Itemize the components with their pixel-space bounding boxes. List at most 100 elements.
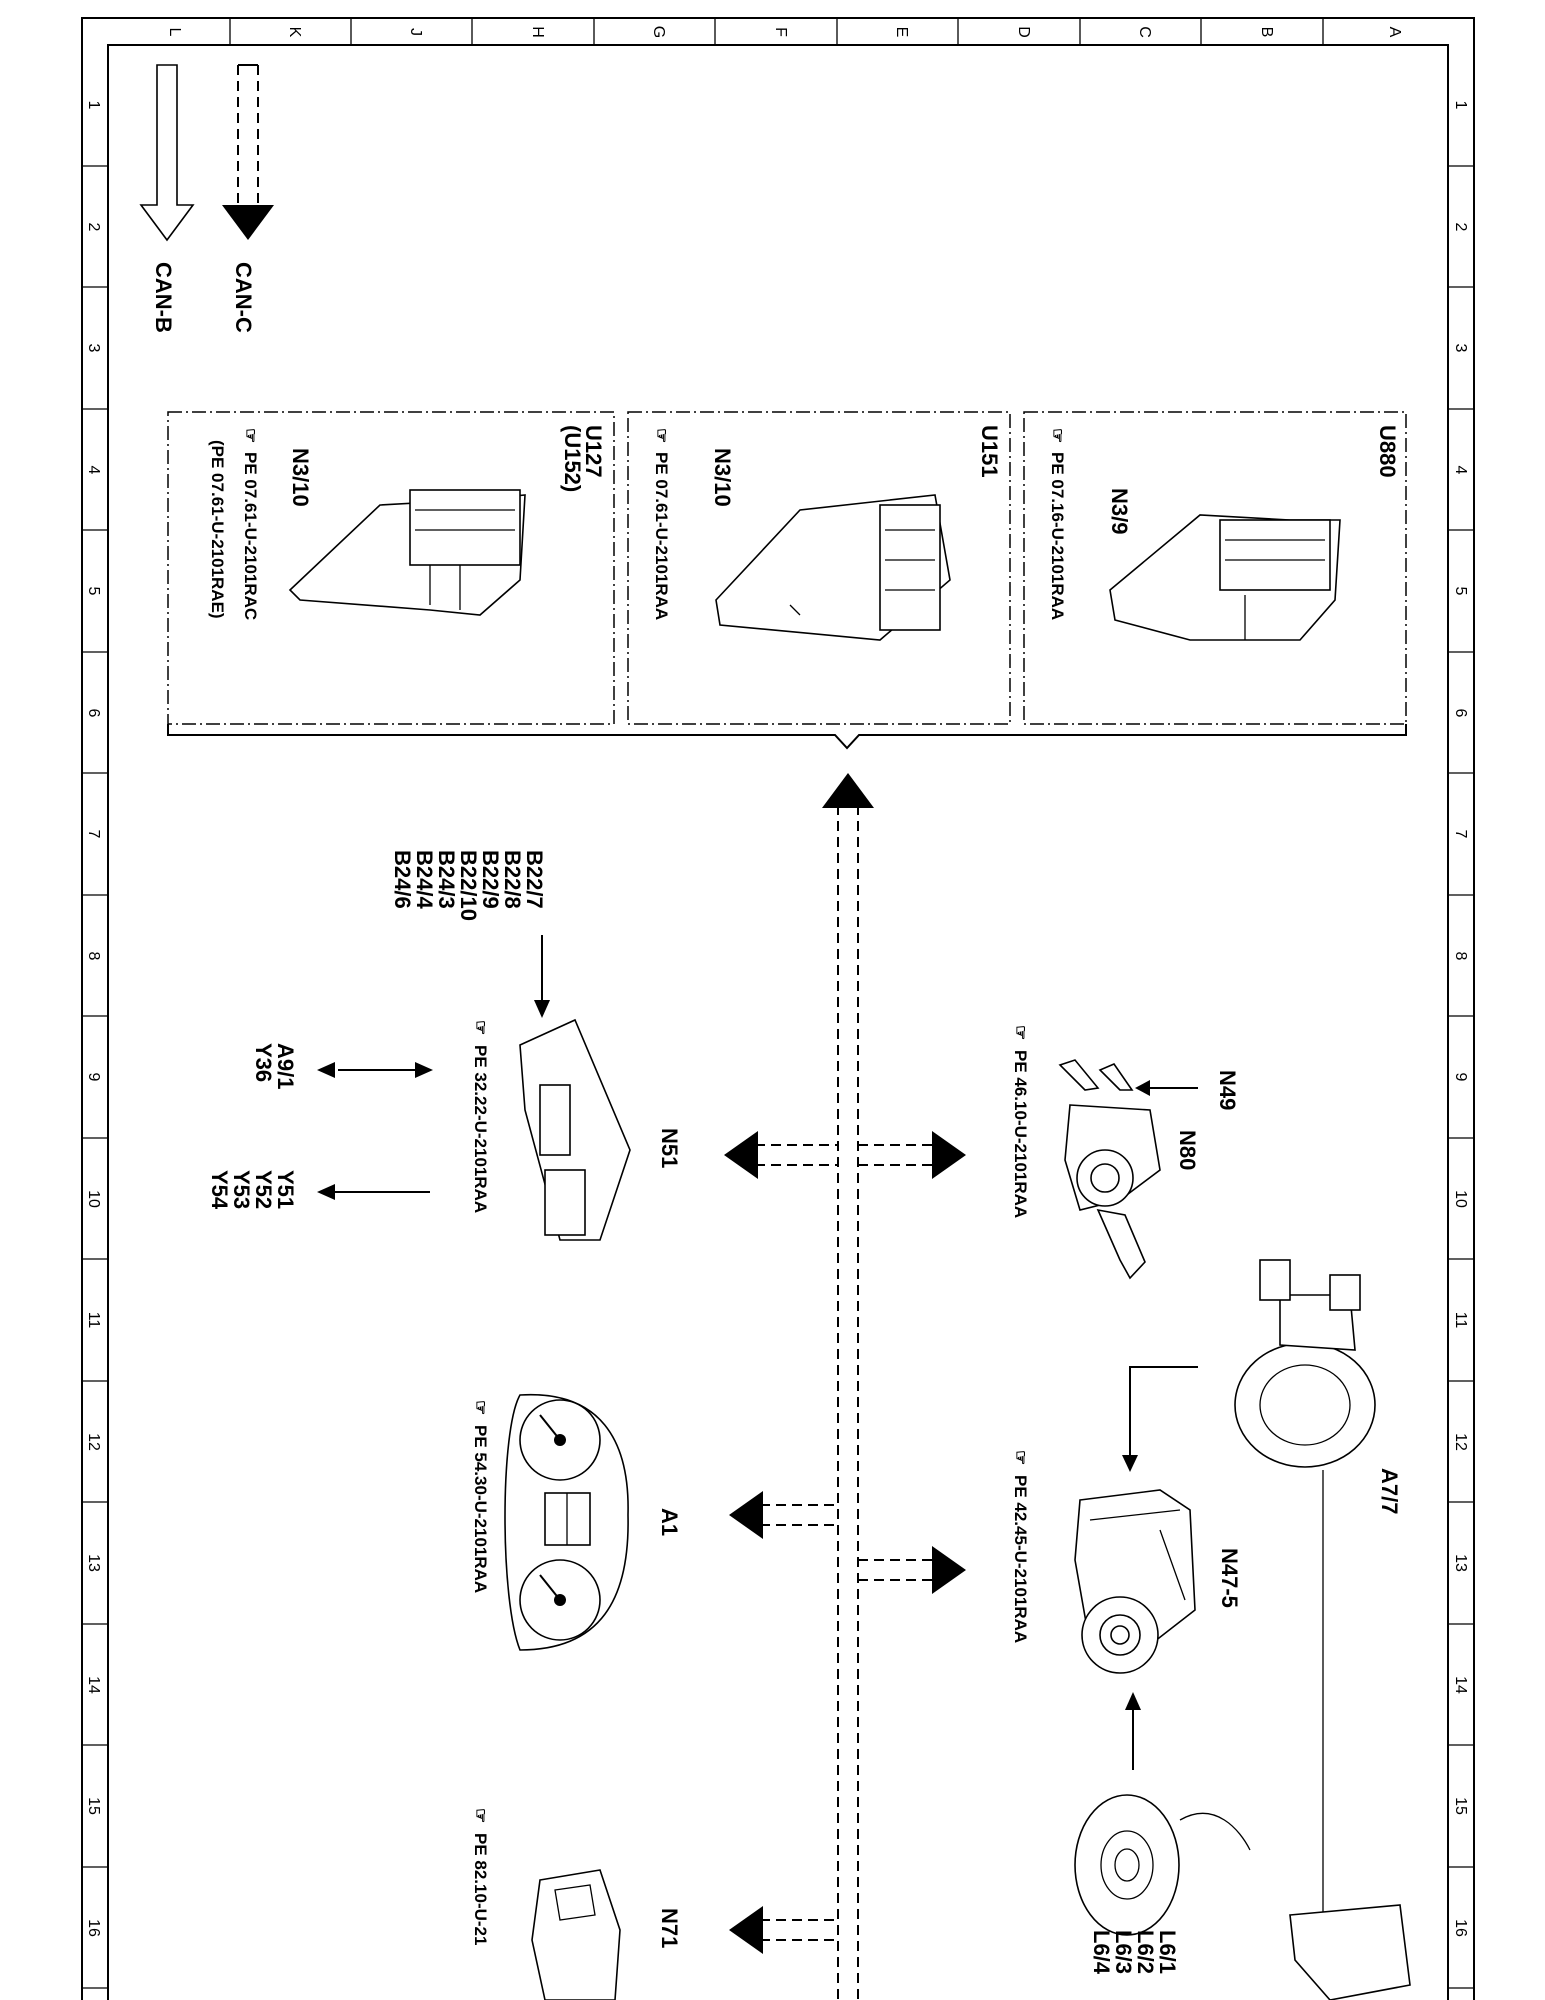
column-dividers	[229, 18, 1324, 45]
sensor-label: B22/9	[478, 850, 503, 909]
row-label: 16	[85, 1919, 102, 1937]
branch-n51	[724, 1131, 838, 1179]
row-label: 6	[1452, 709, 1469, 718]
l6-label: L6/1	[1155, 1930, 1180, 1974]
group-u151: U151 N3/10 ☞ PE 07.61-U-2101RAA	[627, 411, 1011, 725]
row-label: 10	[1452, 1190, 1469, 1208]
col-label: L	[166, 28, 183, 37]
sensor-label: B24/3	[434, 850, 459, 909]
bus-up-arrow	[822, 773, 874, 808]
row-label: 5	[85, 587, 102, 596]
can-b-arrow	[139, 64, 195, 242]
pe-symbol-icon: ☞	[471, 1808, 490, 1823]
row-label: 2	[85, 223, 102, 232]
sensor-label: B22/10	[456, 850, 481, 921]
pe-symbol-icon: ☞	[1011, 1025, 1030, 1040]
branch-a1	[729, 1491, 838, 1539]
actuator-label: Y51	[273, 1170, 298, 1209]
branch-n71	[729, 1906, 838, 1954]
row-label: 10	[85, 1190, 102, 1208]
row-label: 15	[85, 1797, 102, 1815]
row-label: 1	[1452, 101, 1469, 110]
row-label: 14	[85, 1676, 102, 1694]
can-b-label: CAN-B	[151, 262, 176, 333]
col-label: B	[1258, 27, 1275, 38]
row-label: 3	[1452, 344, 1469, 353]
n80-label: N80	[1175, 1130, 1200, 1170]
n49-label: N49	[1215, 1070, 1240, 1110]
can-c-arrow	[222, 205, 274, 240]
component-a1: A1 ☞ PE 54.30-U-2101RAA	[471, 1393, 682, 1651]
n3-10-u127-ref2: (PE 07.61-U-2101RAE)	[208, 440, 227, 619]
branch-n80	[858, 1131, 966, 1179]
actuator-label: Y36	[251, 1043, 276, 1082]
sensor-label: B22/8	[500, 850, 525, 909]
row-label: 9	[85, 1073, 102, 1082]
actuator-list-a9: A9/1 Y36	[251, 1043, 298, 1089]
u127-label: U127	[581, 425, 606, 478]
row-label: 12	[1452, 1433, 1469, 1451]
row-label: 1	[85, 101, 102, 110]
n51-label: N51	[657, 1128, 682, 1168]
row-label: 5	[1452, 587, 1469, 596]
pe-symbol-icon: ☞	[471, 1020, 490, 1035]
component-n47-5: N47-5 ☞ PE 42.45-U-2101RAA	[1011, 1366, 1242, 1770]
col-label: J	[407, 28, 424, 36]
group-u127: U127 (U152) N3/10 ☞ PE 07.61-U-2101RAC (…	[167, 411, 615, 725]
row-label: 4	[85, 466, 102, 475]
can-c-label: CAN-C	[231, 262, 256, 333]
pe-symbol-icon: ☞	[471, 1400, 490, 1415]
component-n80: N49 N80 ☞ PE 46.10-U-2101RAA	[1011, 1025, 1240, 1280]
col-label: D	[1015, 26, 1032, 38]
pe-symbol-icon: ☞	[1011, 1450, 1030, 1465]
col-label: H	[529, 26, 546, 38]
row-label: 13	[1452, 1554, 1469, 1572]
u151-label: U151	[977, 425, 1002, 478]
group-u880: U880 N3/9 ☞ PE 07.16-U-2101RAA	[1023, 411, 1407, 725]
actuator-label: Y52	[251, 1170, 276, 1209]
n71-label: N71	[657, 1908, 682, 1948]
n47-5-ref: PE 42.45-U-2101RAA	[1011, 1475, 1030, 1643]
row-label: 12	[85, 1433, 102, 1451]
l6-label: L6/3	[1111, 1930, 1136, 1974]
row-dividers	[82, 165, 1474, 1989]
brake-booster-icon	[1234, 1342, 1376, 1468]
u152-label: (U152)	[560, 425, 585, 492]
component-n51: N51 ☞ PE 32.22-U-2101RAA	[317, 935, 682, 1241]
wheel-speed-sensor-icon	[1074, 1794, 1180, 1936]
sensor-label: B24/6	[390, 850, 415, 909]
outer-frame	[81, 17, 1475, 2000]
actuator-label: Y53	[229, 1170, 254, 1209]
row-label: 3	[85, 344, 102, 353]
row-label: 14	[1452, 1676, 1469, 1694]
component-n71: N71 ☞ PE 82.10-U-21	[471, 1808, 682, 2000]
actuator-label: A9/1	[273, 1043, 298, 1089]
row-label: 7	[85, 830, 102, 839]
pe-symbol-icon: ☞	[241, 428, 260, 443]
col-label: E	[893, 27, 910, 38]
can-c-bus	[822, 773, 874, 2000]
u880-label: U880	[1375, 425, 1400, 478]
a1-label: A1	[657, 1508, 682, 1536]
a1-ref: PE 54.30-U-2101RAA	[471, 1425, 490, 1593]
row-label: 11	[1452, 1312, 1469, 1329]
legend-can-c: CAN-C	[222, 64, 274, 333]
col-label: F	[772, 27, 789, 37]
n3-9-label: N3/9	[1107, 488, 1132, 534]
n3-10-u151-label: N3/10	[710, 448, 735, 507]
l6-label: L6/2	[1133, 1930, 1158, 1974]
row-labels-left: 1 2 3 4 5 6 7 8 9 10 11 12 13 14 15 16	[85, 101, 102, 1937]
n51-ref: PE 32.22-U-2101RAA	[471, 1045, 490, 1213]
legend-can-b: CAN-B	[139, 64, 195, 333]
row-label: 8	[1452, 952, 1469, 961]
column-labels: L K J H G F E D C B A	[166, 26, 1403, 38]
group-bracket	[167, 724, 1407, 750]
n71-ref: PE 82.10-U-21	[471, 1833, 490, 1945]
actuator-list-y5x: Y51 Y52 Y53 Y54	[207, 1170, 298, 1210]
col-label: G	[650, 26, 667, 38]
row-label: 13	[85, 1554, 102, 1572]
row-label: 8	[85, 952, 102, 961]
n80-ref: PE 46.10-U-2101RAA	[1011, 1050, 1030, 1218]
row-labels-right: 1 2 3 4 5 6 7 8 9 10 11 12 13 14 15 16	[1452, 101, 1469, 1937]
